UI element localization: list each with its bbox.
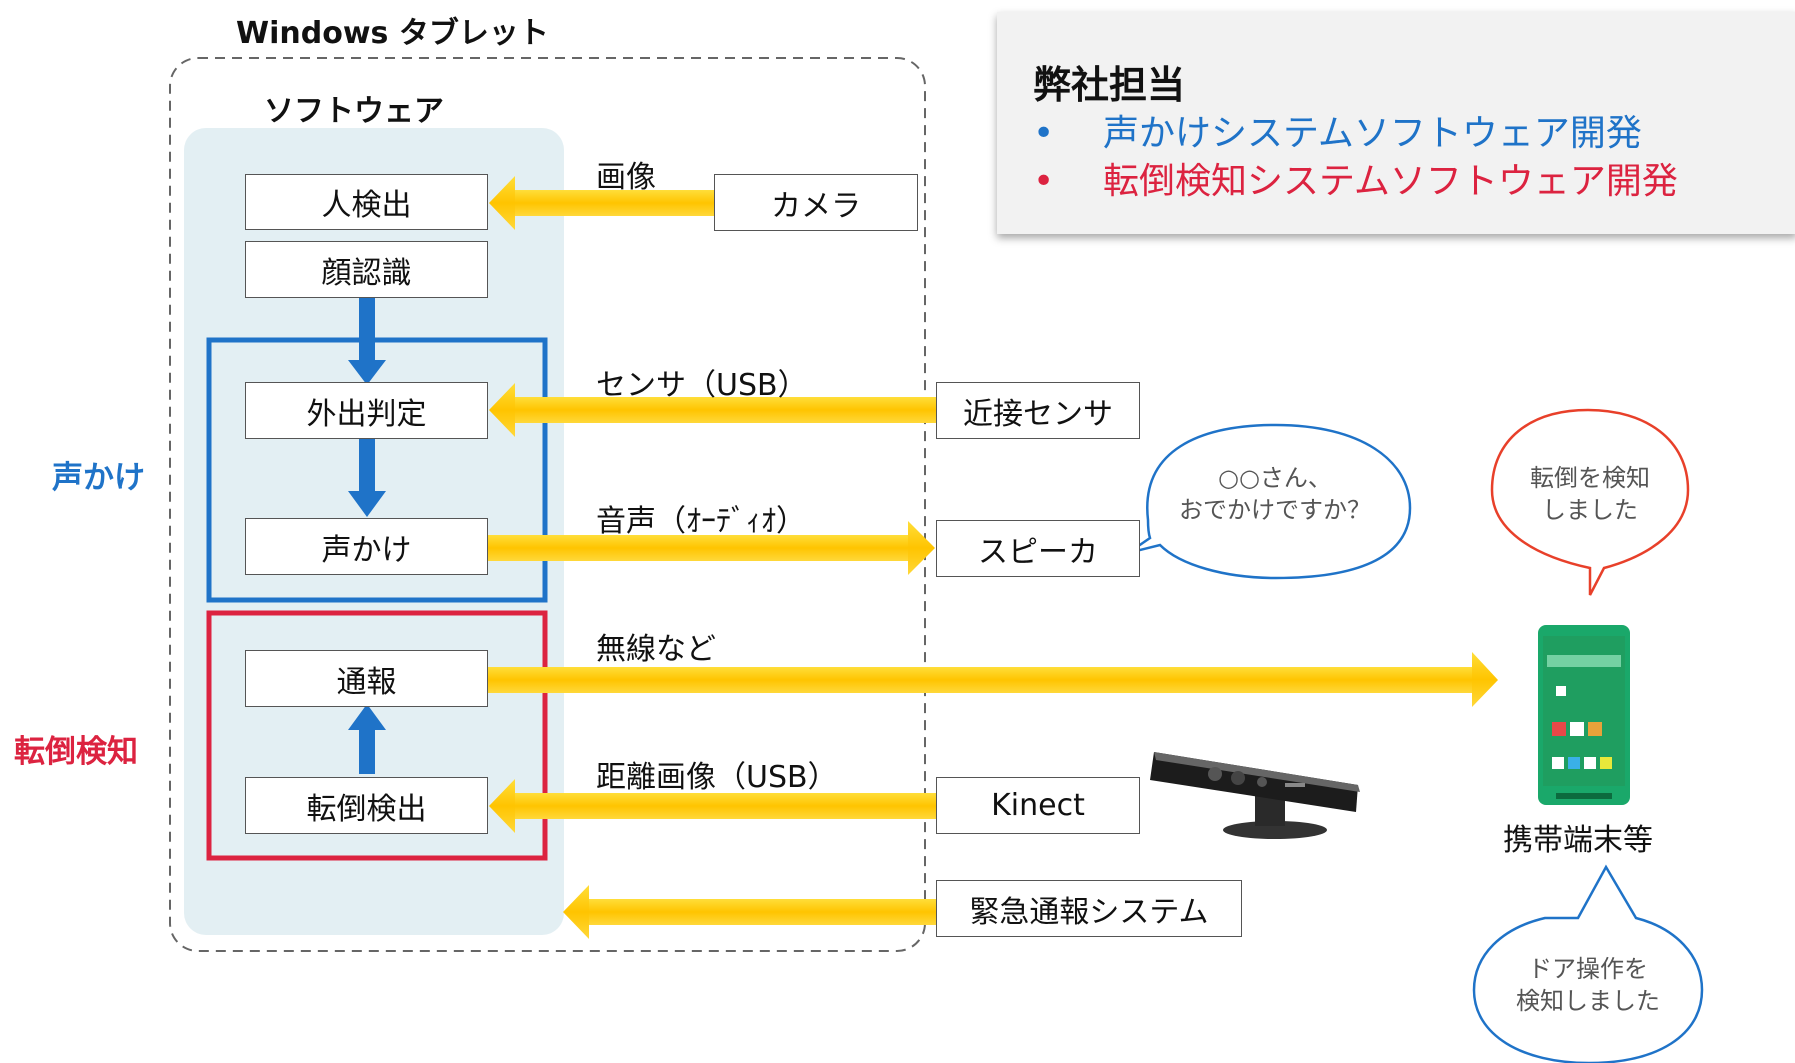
responsibility-item-voice-text: 声かけシステムソフトウェア開発 bbox=[1103, 113, 1642, 154]
bullet-icon: • bbox=[1033, 113, 1055, 154]
software-title: ソフトウェア bbox=[264, 94, 444, 129]
voice-group-frame bbox=[206, 337, 548, 603]
arrow-camera-to-person bbox=[489, 176, 715, 230]
module-fall-detect: 転倒検出 bbox=[245, 777, 488, 834]
door-bubble-text: ドア操作を 検知しました bbox=[1498, 953, 1678, 1017]
connection-label-sensor-usb: センサ（USB） bbox=[596, 368, 808, 403]
responsibility-item-fall-text: 転倒検知システムソフトウェア開発 bbox=[1103, 161, 1678, 202]
bullet-icon: • bbox=[1033, 161, 1055, 202]
tablet-frame bbox=[169, 57, 926, 952]
arrow-report-to-mobile bbox=[487, 652, 1498, 707]
connection-label-audio: 音声（ｵｰﾃﾞｨｵ） bbox=[596, 504, 806, 539]
fall-bubble-text: 転倒を検知 しました bbox=[1510, 462, 1670, 526]
connection-label-wireless: 無線など bbox=[596, 632, 716, 667]
kinect-device-image bbox=[1150, 752, 1360, 839]
responsibility-title: 弊社担当 bbox=[1033, 63, 1186, 107]
module-outing-judgement: 外出判定 bbox=[245, 382, 488, 439]
arrow-kinect-to-fall bbox=[489, 779, 937, 833]
arrow-emergency-to-tablet bbox=[563, 885, 937, 939]
device-proximity-sensor: 近接センサ bbox=[936, 382, 1140, 439]
door-bubble-line-1: ドア操作を bbox=[1528, 955, 1648, 983]
arrow-voice-to-speaker bbox=[487, 521, 935, 575]
arrow-fall-to-report bbox=[348, 704, 386, 774]
module-person-detect: 人検出 bbox=[245, 174, 488, 230]
arrow-face-to-outing bbox=[348, 298, 386, 385]
mobile-device-label: 携帯端末等 bbox=[1503, 823, 1653, 858]
fall-alert-bubble bbox=[1490, 408, 1690, 596]
device-emergency-system: 緊急通報システム bbox=[936, 880, 1242, 937]
module-report: 通報 bbox=[245, 650, 488, 707]
connection-label-image: 画像 bbox=[596, 160, 656, 195]
module-voice-call: 声かけ bbox=[245, 518, 488, 575]
door-bubble-line-2: 検知しました bbox=[1516, 987, 1660, 1015]
fall-bubble-line-2: しました bbox=[1542, 496, 1638, 524]
smartphone-image bbox=[1538, 625, 1630, 805]
fall-group-label: 転倒検知 bbox=[14, 734, 138, 770]
device-camera: カメラ bbox=[714, 174, 918, 231]
module-face-recognition: 顔認識 bbox=[245, 241, 488, 298]
fall-bubble-line-1: 転倒を検知 bbox=[1530, 464, 1650, 492]
device-kinect: Kinect bbox=[936, 777, 1140, 834]
voice-group-label: 声かけ bbox=[52, 460, 145, 496]
speaker-bubble-line-2: おでかけですか？ bbox=[1179, 496, 1371, 524]
windows-tablet-title: Windows タブレット bbox=[236, 16, 549, 51]
responsibility-item-voice: • 声かけシステムソフトウェア開発 bbox=[1033, 104, 1642, 156]
device-speaker: スピーカ bbox=[936, 520, 1140, 577]
speaker-bubble-line-1: ○○さん、 bbox=[1218, 464, 1332, 492]
arrow-sensor-to-outing bbox=[489, 383, 937, 437]
responsibility-panel: 弊社担当 • 声かけシステムソフトウェア開発 • 転倒検知システムソフトウェア開発 bbox=[997, 12, 1795, 234]
fall-group-frame bbox=[206, 610, 548, 861]
connection-label-depth-usb: 距離画像（USB） bbox=[596, 760, 838, 795]
speaker-speech-bubble bbox=[1127, 423, 1412, 580]
arrow-outing-to-voice bbox=[348, 439, 386, 517]
responsibility-item-fall: • 転倒検知システムソフトウェア開発 bbox=[1033, 152, 1678, 204]
speaker-bubble-text: ○○さん、 おでかけですか？ bbox=[1160, 462, 1390, 526]
